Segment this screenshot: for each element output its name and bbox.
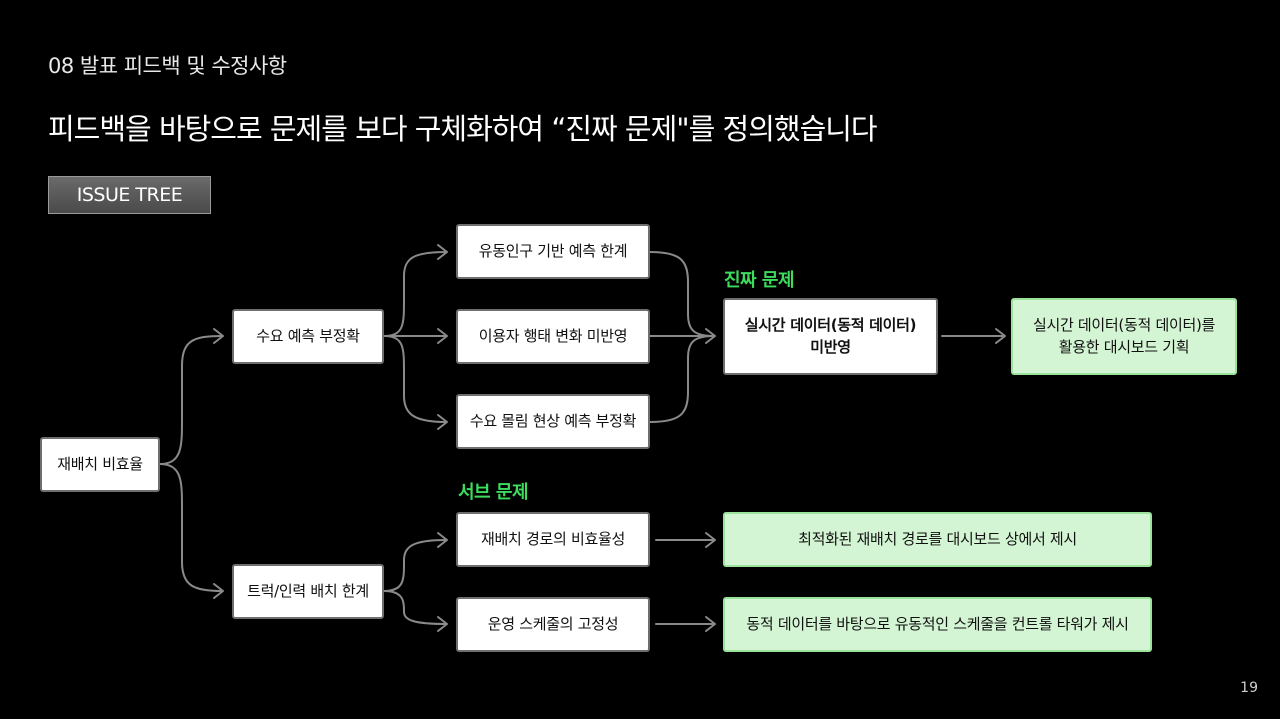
- issue-tree-tag: ISSUE TREE: [48, 176, 211, 214]
- connector-root-truck: [159, 463, 223, 592]
- connector-truck-schedule: [383, 590, 447, 625]
- node-cause-route: 재배치 경로의 비효율성: [456, 512, 650, 567]
- node-branch-truck: 트럭/인력 배치 한계: [232, 564, 384, 619]
- arrowhead-behavior: [437, 328, 448, 344]
- arrowhead-real: [705, 328, 716, 344]
- arrowhead-schedule-solution: [705, 616, 716, 632]
- node-cause-floating: 유동인구 기반 예측 한계: [456, 224, 650, 279]
- connector-demand-surge: [383, 335, 447, 423]
- arrowhead-route-solution: [705, 532, 716, 548]
- node-sub-solution-schedule: 동적 데이터를 바탕으로 유동적인 스케줄을 컨트롤 타워가 제시: [723, 597, 1152, 652]
- node-cause-surge: 수요 몰림 현상 예측 부정확: [456, 394, 650, 449]
- connector-root-demand: [159, 335, 223, 465]
- arrowhead-schedule: [437, 616, 448, 632]
- page-title: 피드백을 바탕으로 문제를 보다 구체화하여 “진짜 문제"를 정의했습니다: [48, 112, 878, 146]
- arrowhead-route: [437, 532, 448, 548]
- arrowhead-solution: [995, 328, 1006, 344]
- node-real-problem: 실시간 데이터(동적 데이터) 미반영: [723, 298, 938, 375]
- arrowhead-demand: [213, 328, 224, 344]
- real-problem-label: 진짜 문제: [724, 270, 795, 291]
- node-cause-behavior: 이용자 행태 변화 미반영: [456, 309, 650, 364]
- connector-demand-floating: [383, 251, 447, 337]
- node-root: 재배치 비효율: [40, 437, 160, 492]
- node-branch-demand: 수요 예측 부정확: [232, 309, 384, 364]
- node-cause-schedule: 운영 스케줄의 고정성: [456, 597, 650, 652]
- arrowhead-surge: [437, 414, 448, 430]
- node-real-solution: 실시간 데이터(동적 데이터)를 활용한 대시보드 기획: [1011, 298, 1237, 375]
- node-sub-solution-route: 최적화된 재배치 경로를 대시보드 상에서 제시: [723, 512, 1152, 567]
- connector-surge-real: [649, 335, 715, 423]
- arrowhead-truck: [213, 583, 224, 599]
- connector-truck-route: [383, 539, 447, 592]
- arrowhead-floating: [437, 244, 448, 260]
- sub-problem-label: 서브 문제: [458, 482, 529, 503]
- connector-floating-real: [649, 251, 715, 337]
- page-number: 19: [1240, 680, 1258, 696]
- section-label: 08 발표 피드백 및 수정사항: [48, 54, 287, 78]
